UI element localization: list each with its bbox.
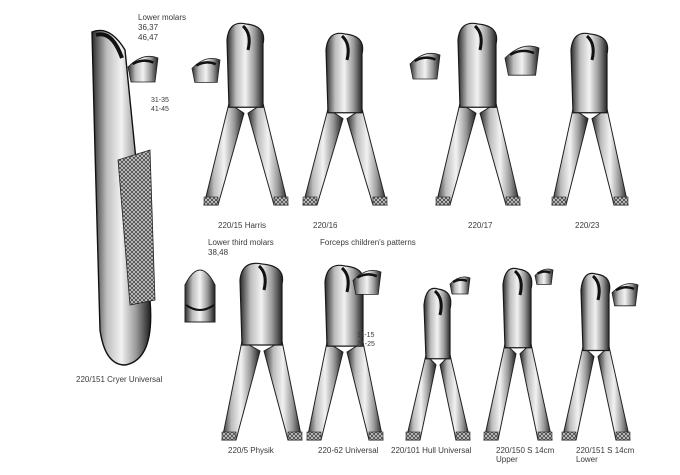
product-label: 220/17 xyxy=(468,221,493,230)
forceps-220-151-s-lower xyxy=(561,272,631,441)
beak-detail-icon xyxy=(127,55,159,83)
beak-detail-icon xyxy=(352,270,382,295)
beak-detail-icon xyxy=(191,58,221,83)
beak-detail-icon xyxy=(504,45,540,76)
forceps-220-23 xyxy=(551,32,629,206)
forceps-220-5-physik xyxy=(221,262,303,441)
forceps-220-16 xyxy=(302,32,388,206)
lower-molars-teeth: 46,47 xyxy=(138,33,159,42)
children-teeth: 11-15 xyxy=(357,332,375,339)
tooth-detail-icon xyxy=(184,269,216,323)
beak-detail-icon xyxy=(611,283,639,307)
forceps-220-101-hull-universal xyxy=(405,287,471,441)
forceps-220-15-harris xyxy=(203,22,289,206)
product-label: 220/16 xyxy=(313,221,338,230)
product-label: 220/151 S 14cm xyxy=(576,446,635,455)
product-label: 220/15 Harris xyxy=(218,221,267,230)
lower-molars-teeth: 36,37 xyxy=(138,23,159,32)
beak-detail-icon xyxy=(409,52,441,80)
product-label: 220/23 xyxy=(575,221,600,230)
incisors-teeth: 41-45 xyxy=(151,106,169,113)
product-label: 220/5 Physik xyxy=(228,446,274,455)
beak-detail-icon xyxy=(449,276,471,295)
product-label: 220/150 S 14cm xyxy=(496,446,555,455)
forceps-220-150-s-upper xyxy=(483,267,553,441)
product-label: 220-62 Universal xyxy=(318,446,379,455)
children-teeth: 21-25 xyxy=(357,341,375,348)
lower-third-molars-heading: Lower third molars xyxy=(208,238,274,247)
product-sublabel: Lower xyxy=(576,455,598,464)
product-sublabel: Upper xyxy=(496,455,518,464)
forceps-220-151-cryer-universal xyxy=(91,29,156,366)
product-label: 220/151 Cryer Universal xyxy=(76,375,163,384)
product-label: 220/101 Hull Universal xyxy=(391,446,472,455)
lower-third-molars-teeth: 38,48 xyxy=(208,248,229,257)
lower-molars-heading: Lower molars xyxy=(138,13,187,22)
children-forceps-heading: Forceps children's patterns xyxy=(320,238,416,247)
incisors-teeth: 31-35 xyxy=(151,97,169,104)
beak-detail-icon xyxy=(534,268,554,285)
forceps-220-17 xyxy=(435,22,521,206)
